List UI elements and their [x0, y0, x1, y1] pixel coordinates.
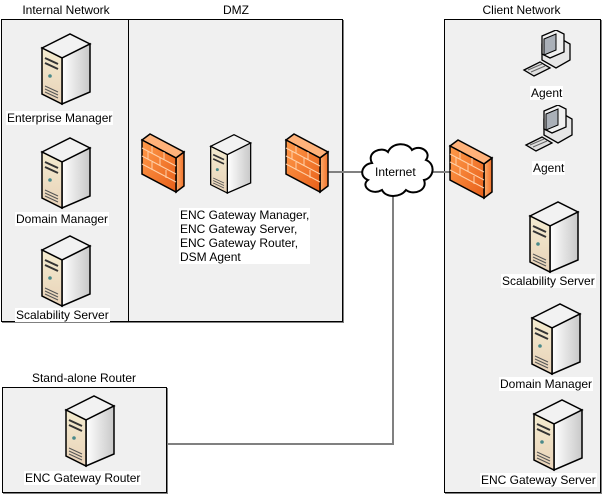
dmz-firewall-right-icon [282, 130, 332, 194]
enterprise-manager-label: Enterprise Manager [6, 111, 114, 125]
dmz-gateway-label-line-2: ENC Gateway Server, [180, 222, 298, 236]
client-gateway-server-icon [526, 396, 586, 472]
enterprise-manager-server-icon [34, 30, 94, 106]
standalone-router-label: ENC Gateway Router [24, 471, 142, 485]
client-domain-manager-label: Domain Manager [499, 377, 594, 391]
client-firewall-icon [446, 136, 496, 200]
dmz-title: DMZ [223, 3, 249, 17]
agent-1-label: Agent [530, 86, 564, 100]
agent-workstation-2-icon [522, 105, 576, 161]
client-network-title: Client Network [482, 3, 561, 17]
dmz-gateway-label-line-1: ENC Gateway Manager, [180, 208, 310, 222]
dmz-gateway-server-icon [204, 130, 254, 196]
internet-label: Internet [375, 165, 416, 179]
scalability-server-label: Scalability Server [15, 308, 110, 322]
agent-workstation-1-icon [520, 30, 574, 86]
dmz-gateway-label-line-4: DSM Agent [180, 250, 241, 264]
domain-manager-label: Domain Manager [15, 212, 110, 226]
client-gateway-server-label: ENC Gateway Server [480, 473, 597, 487]
client-scalability-server-icon [522, 198, 582, 274]
scalability-server-icon [34, 232, 94, 308]
domain-manager-server-icon [34, 134, 94, 210]
internet-cloud-icon [361, 143, 434, 197]
dmz-gateway-label: ENC Gateway Manager, ENC Gateway Server,… [179, 208, 311, 264]
client-domain-manager-icon [524, 300, 584, 376]
agent-2-label: Agent [532, 161, 566, 175]
client-scalability-server-label: Scalability Server [501, 274, 596, 288]
standalone-router-server-icon [58, 392, 118, 468]
dmz-gateway-label-line-3: ENC Gateway Router, [180, 236, 299, 250]
internet-to-router-link [167, 192, 394, 445]
dmz-firewall-left-icon [138, 130, 188, 194]
internal-network-title: Internal Network [22, 3, 110, 17]
standalone-router-title: Stand-alone Router [31, 371, 137, 385]
